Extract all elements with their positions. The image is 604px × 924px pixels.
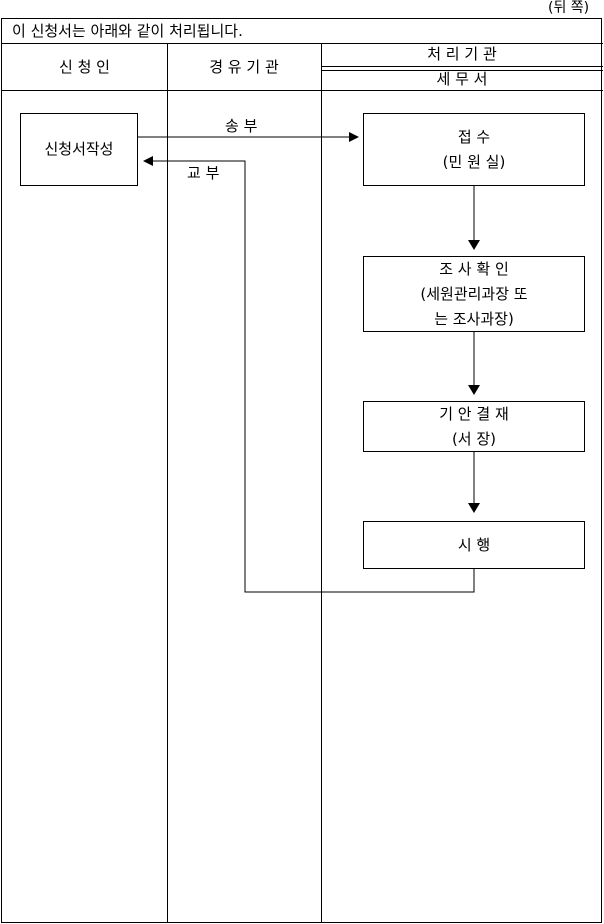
processing-notice: 이 신청서는 아래와 같이 처리됩니다. [12, 22, 243, 40]
approval-label: 기 안 결 재 [439, 404, 509, 423]
receipt-sublabel: (민 원 실) [442, 152, 506, 171]
application-label: 신청서작성 [44, 140, 114, 158]
column-header-processing-agency: 처 리 기 관 [427, 45, 497, 63]
divider [321, 70, 603, 71]
investigation-box: 조 사 확 인 (세원관리과장 또 는 조사과장) [363, 256, 585, 332]
column-divider [321, 43, 322, 923]
column-header-via-agency: 경 유 기 관 [209, 58, 279, 76]
divider [1, 43, 603, 44]
investigation-sublabel-1: (세원관리과장 또 [420, 284, 528, 303]
approval-box: 기 안 결 재 (서 장) [363, 401, 585, 452]
column-header-tax-office: 세 무 서 [436, 70, 488, 88]
execution-box: 시 행 [363, 521, 585, 569]
investigation-sublabel-2: 는 조사과장) [434, 309, 514, 328]
send-label: 송 부 [225, 117, 258, 135]
application-box: 신청서작성 [20, 113, 138, 186]
column-divider [167, 43, 168, 923]
deliver-label: 교 부 [187, 164, 220, 182]
approval-sublabel: (서 장) [451, 429, 497, 448]
divider [321, 66, 603, 67]
divider [1, 90, 603, 91]
page-side-label: (뒤 쪽) [548, 0, 590, 16]
receipt-box: 접 수 (민 원 실) [363, 113, 585, 186]
form-frame [1, 18, 602, 923]
receipt-label: 접 수 [457, 127, 491, 146]
column-header-applicant: 신 청 인 [59, 58, 110, 76]
investigation-label: 조 사 확 인 [439, 259, 509, 278]
execution-label: 시 행 [457, 535, 491, 554]
